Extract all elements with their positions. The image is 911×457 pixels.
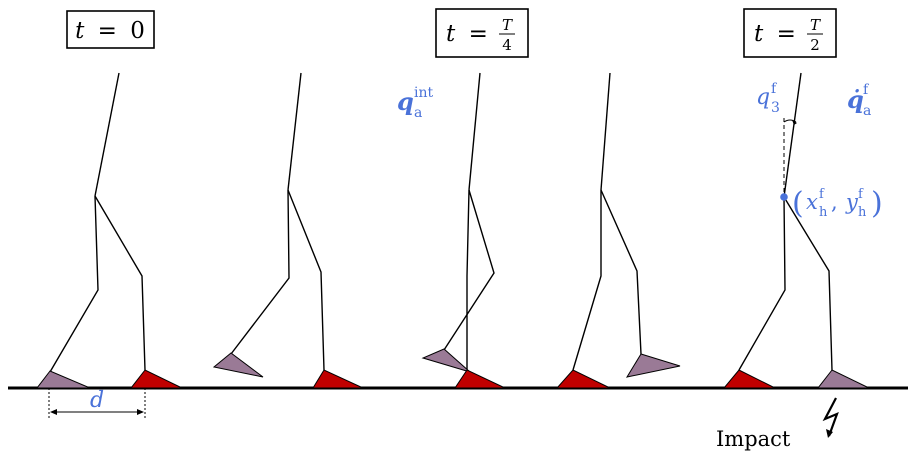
rear-leg xyxy=(49,195,99,373)
q3-base: q xyxy=(756,85,770,110)
label-box xyxy=(435,8,529,58)
swing-foot xyxy=(35,370,91,389)
walker-pose-3 xyxy=(443,72,495,370)
equals-sign: = xyxy=(469,21,488,47)
torso xyxy=(783,72,802,198)
label-box xyxy=(66,10,155,49)
fraction-numerator: T xyxy=(502,16,513,34)
svg-text:t =: t = xyxy=(446,21,488,47)
time-value: 0 xyxy=(130,18,145,44)
annotation-q-int: q int a xyxy=(397,85,433,121)
impact-foot xyxy=(816,369,870,389)
angle-arc xyxy=(783,119,797,123)
swing-foot xyxy=(421,348,471,373)
walker-pose-2 xyxy=(230,72,325,371)
y-sup: f xyxy=(858,187,864,202)
swing-leg xyxy=(443,189,495,351)
d-arrow-left xyxy=(50,409,57,415)
label-box xyxy=(743,8,837,58)
paren-open: ( xyxy=(792,186,804,221)
torso xyxy=(468,72,481,191)
stance-foot xyxy=(454,369,506,389)
torso xyxy=(600,72,611,191)
paren-close: ) xyxy=(871,186,883,221)
walker-pose-4 xyxy=(572,72,642,371)
annotation-qdot-f: q̇ f a xyxy=(847,82,871,119)
torso xyxy=(287,72,302,191)
trailing-leg xyxy=(738,196,786,371)
front-leg xyxy=(94,195,146,371)
fraction-numerator: T xyxy=(810,16,821,34)
stance-foot xyxy=(555,369,611,389)
stance-foot xyxy=(129,369,183,389)
impact-bolt-icon xyxy=(822,397,839,437)
torso xyxy=(94,72,120,197)
annotation-q3-f: q f 3 xyxy=(756,81,780,116)
equals-sign: = xyxy=(98,18,117,44)
time-var: t xyxy=(75,18,85,44)
svg-text:t =: t = xyxy=(754,21,796,47)
x-sub: h xyxy=(819,205,828,220)
q-int-base: q xyxy=(397,87,414,116)
d-arrow-right xyxy=(137,409,144,415)
step-length-label: d xyxy=(90,388,104,413)
x-base: x xyxy=(806,190,818,214)
q-int-sub: a xyxy=(414,105,422,121)
swing-foot xyxy=(625,353,681,378)
time-label-t0: t = 0 xyxy=(66,10,155,49)
leading-leg xyxy=(783,196,833,371)
stance-foot xyxy=(722,369,776,389)
time-label-quarter: t = T 4 xyxy=(435,8,529,58)
y-sub: h xyxy=(858,205,867,220)
walker-pose-5 xyxy=(738,72,833,371)
swing-leg xyxy=(600,189,642,355)
y-base: y xyxy=(845,190,859,214)
hip-point xyxy=(780,193,788,201)
stance-leg xyxy=(572,190,602,371)
swing-foot xyxy=(212,352,264,378)
comma: , xyxy=(831,190,838,214)
stance-leg xyxy=(466,189,470,370)
equals-sign: = xyxy=(777,21,796,47)
impact-label: Impact xyxy=(716,427,791,451)
stance-foot xyxy=(312,369,364,389)
time-var: t xyxy=(754,21,764,47)
qdot-sub: a xyxy=(863,103,871,119)
qdot-base: q̇ xyxy=(847,85,864,114)
fraction-denominator: 2 xyxy=(810,36,820,54)
stance-leg xyxy=(287,189,325,371)
walker-pose-1 xyxy=(49,72,146,373)
svg-text:t = 0: t = 0 xyxy=(75,18,145,44)
q3-sub: 3 xyxy=(771,100,780,116)
x-sup: f xyxy=(819,187,825,202)
time-var: t xyxy=(446,21,456,47)
time-label-half: t = T 2 xyxy=(743,8,837,58)
qdot-sup: f xyxy=(863,82,870,98)
q-int-sup: int xyxy=(414,85,433,101)
impact-bolt-tip xyxy=(826,429,833,438)
annotation-hip-position: ( x f h , y f h ) xyxy=(792,186,883,221)
swing-leg xyxy=(230,189,290,355)
q3-sup: f xyxy=(771,81,778,97)
angle-arrowhead xyxy=(792,120,797,125)
fraction-denominator: 4 xyxy=(502,36,512,54)
